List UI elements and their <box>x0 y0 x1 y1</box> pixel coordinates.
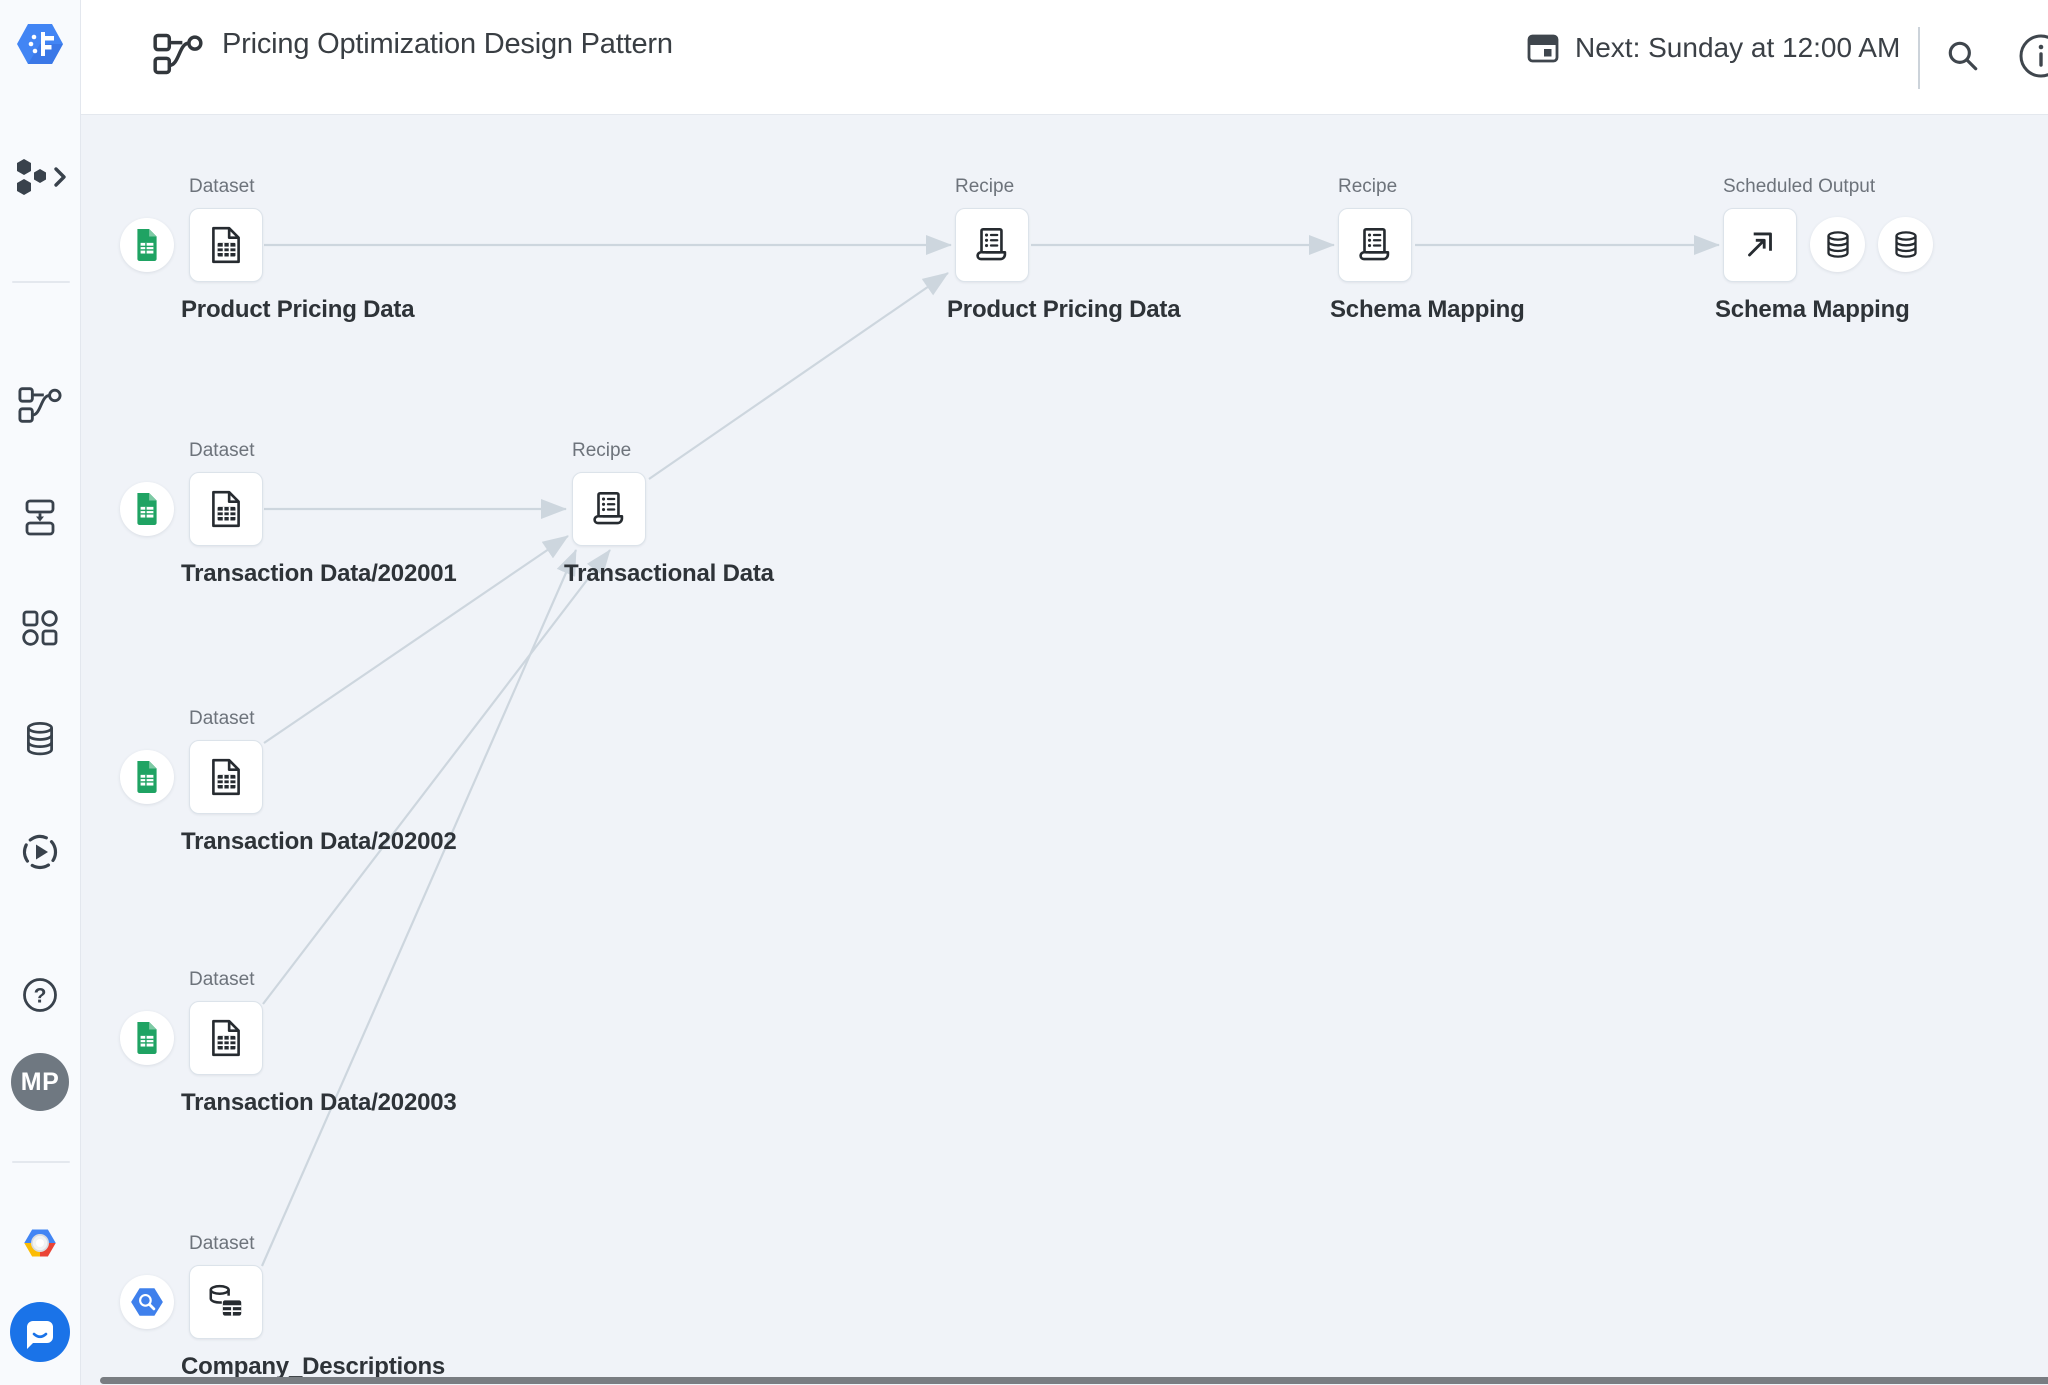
database-icon <box>1894 230 1917 258</box>
search-icon <box>1948 41 1978 71</box>
google-sheets-icon <box>137 229 157 261</box>
sidebar-item-plans[interactable] <box>0 499 80 536</box>
google-sheets-icon <box>137 493 157 525</box>
dataprep-logo-icon <box>17 24 63 64</box>
node-title: Product Pricing Data <box>181 296 415 323</box>
node-type-label: Dataset <box>189 969 255 990</box>
library-icon <box>22 610 58 646</box>
recipe-icon <box>1359 227 1390 261</box>
database-table-icon <box>209 1284 242 1316</box>
recipe-icon <box>593 491 624 525</box>
node-type-label: Recipe <box>955 176 1015 197</box>
svg-text:?: ? <box>34 985 47 1008</box>
source-badge <box>120 1011 174 1065</box>
project-switcher[interactable] <box>0 155 80 199</box>
plan-icon <box>25 499 55 536</box>
recipe-icon <box>976 227 1007 261</box>
node-title: Transaction Data/202001 <box>181 560 457 587</box>
node-card[interactable] <box>189 1001 263 1075</box>
sidebar-item-jobs[interactable] <box>0 832 80 872</box>
user-avatar[interactable]: MP <box>11 1053 69 1111</box>
schedule-info[interactable]: Next: Sunday at 12:00 AM <box>1525 30 1900 66</box>
node-title: Company_Descriptions <box>181 1353 446 1380</box>
info-button[interactable] <box>2017 32 2048 83</box>
sidebar-divider-bottom <box>12 1161 70 1163</box>
node-card[interactable] <box>1338 208 1412 282</box>
node-card[interactable] <box>1723 208 1797 282</box>
chat-icon <box>10 1302 70 1362</box>
node-transactional-data-recipe[interactable]: Recipe Transactional Data <box>564 440 774 587</box>
help-icon: ? <box>23 978 57 1012</box>
node-type-label: Dataset <box>189 176 255 197</box>
node-title: Transaction Data/202002 <box>181 828 457 855</box>
node-card[interactable] <box>189 1265 263 1339</box>
node-title: Transaction Data/202003 <box>181 1089 457 1116</box>
bigquery-icon <box>131 1288 163 1316</box>
project-hexagons-icon <box>17 159 66 195</box>
source-badge <box>120 1275 174 1329</box>
source-badge <box>120 218 174 272</box>
sidebar-item-help[interactable]: ? <box>0 976 80 1014</box>
database-icon <box>27 722 53 756</box>
jobs-icon <box>22 834 58 870</box>
node-type-label: Recipe <box>1338 176 1398 197</box>
node-card[interactable] <box>189 208 263 282</box>
node-card[interactable] <box>189 472 263 546</box>
source-badge <box>120 482 174 536</box>
calendar-icon <box>1527 34 1559 63</box>
node-type-label: Dataset <box>189 708 255 729</box>
node-title: Product Pricing Data <box>947 296 1181 323</box>
node-card[interactable] <box>189 740 263 814</box>
node-type-label: Dataset <box>189 1233 255 1254</box>
dataset-file-icon <box>212 758 240 796</box>
node-transaction-202002[interactable]: Dataset <box>120 708 457 855</box>
node-transaction-202001[interactable]: Dataset <box>120 440 457 587</box>
dataprep-logo[interactable] <box>0 18 80 70</box>
google-sheets-icon <box>137 1022 157 1054</box>
sidebar-item-flows[interactable] <box>0 385 80 425</box>
header-divider <box>1918 27 1920 89</box>
node-product-pricing-dataset[interactable]: Dataset <box>120 176 415 323</box>
chat-support-button[interactable] <box>0 1301 80 1363</box>
header: Pricing Optimization Design Pattern Next… <box>81 0 2048 115</box>
node-schema-mapping-recipe[interactable]: Recipe Schema Mapping <box>1330 176 1525 323</box>
search-button[interactable] <box>1945 38 1981 77</box>
google-cloud-logo <box>0 1224 80 1262</box>
flow-icon <box>153 33 203 80</box>
node-type-label: Dataset <box>189 440 255 461</box>
output-target-1[interactable] <box>1810 217 1865 272</box>
dataset-file-icon <box>212 490 240 528</box>
node-title: Schema Mapping <box>1715 296 1910 323</box>
avatar-initials: MP <box>20 1067 60 1096</box>
schedule-text: Next: Sunday at 12:00 AM <box>1575 32 1901 63</box>
horizontal-scrollbar[interactable] <box>100 1377 2048 1384</box>
node-schema-mapping-output[interactable]: Scheduled Output Schema M <box>1715 176 1933 323</box>
node-company-descriptions[interactable]: Dataset Company_Descriptions <box>120 1233 445 1380</box>
output-target-2[interactable] <box>1878 217 1933 272</box>
flow-icon <box>18 387 62 423</box>
info-icon <box>2019 34 2048 78</box>
page-title: Pricing Optimization Design Pattern <box>222 28 673 60</box>
node-title: Schema Mapping <box>1330 296 1525 323</box>
dataset-file-icon <box>212 226 240 264</box>
dataset-file-icon <box>212 1019 240 1057</box>
sidebar-item-library[interactable] <box>0 609 80 647</box>
node-title: Transactional Data <box>564 560 774 587</box>
node-type-label: Recipe <box>572 440 632 461</box>
node-card[interactable] <box>955 208 1029 282</box>
node-transaction-202003[interactable]: Dataset <box>120 969 457 1116</box>
node-product-pricing-recipe[interactable]: Recipe Product Pricing Data <box>947 176 1181 323</box>
sidebar-item-connections[interactable] <box>0 721 80 759</box>
node-type-label: Scheduled Output <box>1723 176 1876 197</box>
output-export-icon <box>1748 232 1772 257</box>
google-cloud-icon <box>24 1229 56 1257</box>
source-badge <box>120 750 174 804</box>
sidebar-divider-top <box>12 281 70 283</box>
chevron-right-icon <box>54 167 66 187</box>
sidebar: ? MP <box>0 0 81 1385</box>
google-sheets-icon <box>137 761 157 793</box>
node-card[interactable] <box>572 472 646 546</box>
database-icon <box>1826 230 1849 258</box>
